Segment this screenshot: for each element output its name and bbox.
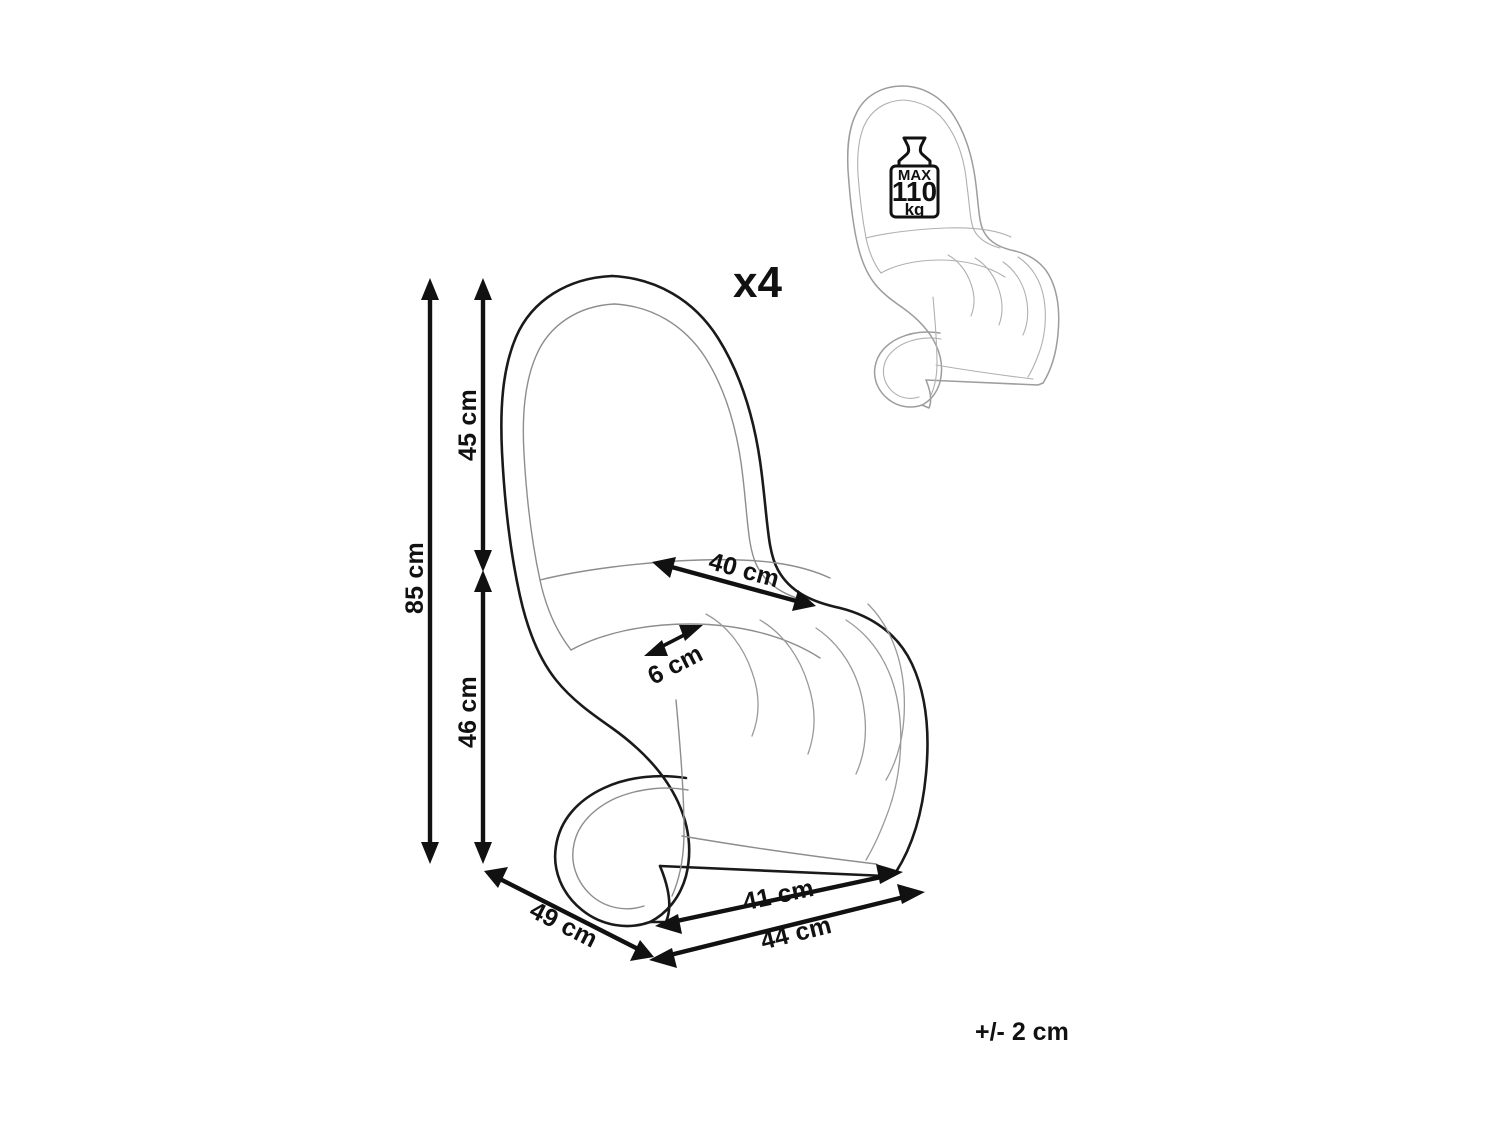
small-chair-base-bottom <box>921 379 932 409</box>
small-chair-base-pan-line <box>935 364 1034 380</box>
main-chair-rib-1 <box>705 613 759 737</box>
arrowhead-left <box>652 557 676 578</box>
arrowhead-downright <box>630 940 654 961</box>
dimension-backrest-height: 45 cm <box>454 278 492 572</box>
weight-kettlebell-icon <box>897 136 932 168</box>
dimension-seat-depth: 40 cm <box>652 547 816 611</box>
dimension-total-height: 85 cm <box>401 278 439 864</box>
main-chair-right-flank-lower <box>658 864 898 878</box>
arrowhead-left <box>655 914 682 934</box>
small-chair-backrest-inner <box>857 99 904 274</box>
weight-value-label: 110 <box>892 176 937 207</box>
arrowhead-down <box>474 842 492 864</box>
dimension-material-thickness: 6 cm <box>643 625 707 690</box>
small-chair-seat-surface <box>865 227 1012 239</box>
arrowhead-upleft <box>484 867 508 888</box>
main-chair-base-loop-inner <box>572 787 689 910</box>
dimension-label-6cm: 6 cm <box>643 639 707 690</box>
weight-max-label: MAX <box>898 167 931 184</box>
dimension-label-49cm: 49 cm <box>525 896 602 953</box>
main-chair-rib-2 <box>759 619 815 755</box>
small-chair-right-flank-lower <box>925 379 1044 386</box>
arrowhead-right <box>876 864 903 884</box>
dimension-label-46cm: 46 cm <box>454 676 482 748</box>
small-chair-outer-outline <box>846 85 943 406</box>
arrowhead-right <box>679 625 703 641</box>
small-chair-base-loop-inner <box>882 337 942 399</box>
quantity-label: x4 <box>733 258 782 307</box>
arrowhead-down <box>474 550 492 572</box>
small-chair-front-leg-inner <box>930 296 938 396</box>
main-chair-rib-4 <box>867 603 906 781</box>
arrowhead-right <box>792 590 816 611</box>
small-chair-illustration <box>846 85 1060 409</box>
main-chair-rear-flank-inner <box>845 619 902 861</box>
main-chair-seat-surface <box>539 558 831 581</box>
arrowhead-down <box>421 842 439 864</box>
main-chair-base-bottom <box>648 864 671 924</box>
dimension-base-depth: 49 cm <box>484 867 654 961</box>
arrowhead-left <box>644 640 668 656</box>
weight-body-shape <box>889 164 940 219</box>
main-chair-backrest-inner-right <box>613 303 811 603</box>
small-chair-rib-1 <box>947 254 975 317</box>
main-chair-backrest-inner <box>522 303 615 651</box>
main-chair-underseat-curve <box>570 623 821 659</box>
weight-capacity-badge: MAX 110 kg <box>889 136 940 219</box>
weight-unit-label: kg <box>905 200 925 219</box>
main-chair-illustration <box>500 274 929 928</box>
small-chair-backrest-inner-right <box>902 99 1001 249</box>
main-chair-base-loop-outer <box>553 774 688 928</box>
arrowhead-left <box>649 948 677 968</box>
tolerance-note: +/- 2 cm <box>975 1018 1069 1046</box>
arrowhead-up <box>421 278 439 300</box>
small-chair-rib-3 <box>1002 261 1029 336</box>
small-chair-rib-2 <box>974 257 1003 326</box>
main-chair-outer-outline <box>500 274 691 924</box>
dimension-label-44cm: 44 cm <box>758 911 835 955</box>
main-chair-rib-3 <box>815 627 866 775</box>
main-chair-front-leg-inner <box>671 699 685 897</box>
main-chair-right-sweep <box>610 274 929 874</box>
dimension-label-45cm: 45 cm <box>454 389 482 461</box>
dimension-label-85cm: 85 cm <box>401 542 429 614</box>
small-chair-rear-flank-inner <box>1017 256 1046 378</box>
small-chair-underseat-curve <box>880 259 1006 278</box>
arrowhead-up <box>474 570 492 592</box>
dimension-label-41cm: 41 cm <box>740 874 816 916</box>
main-chair-base-pan-line <box>681 835 877 865</box>
dimension-seat-height: 46 cm <box>454 570 492 864</box>
small-chair-right-sweep <box>901 85 1060 384</box>
arrowhead-right <box>897 884 925 904</box>
small-chair-base-loop-outer <box>873 331 941 408</box>
arrowhead-up <box>474 278 492 300</box>
